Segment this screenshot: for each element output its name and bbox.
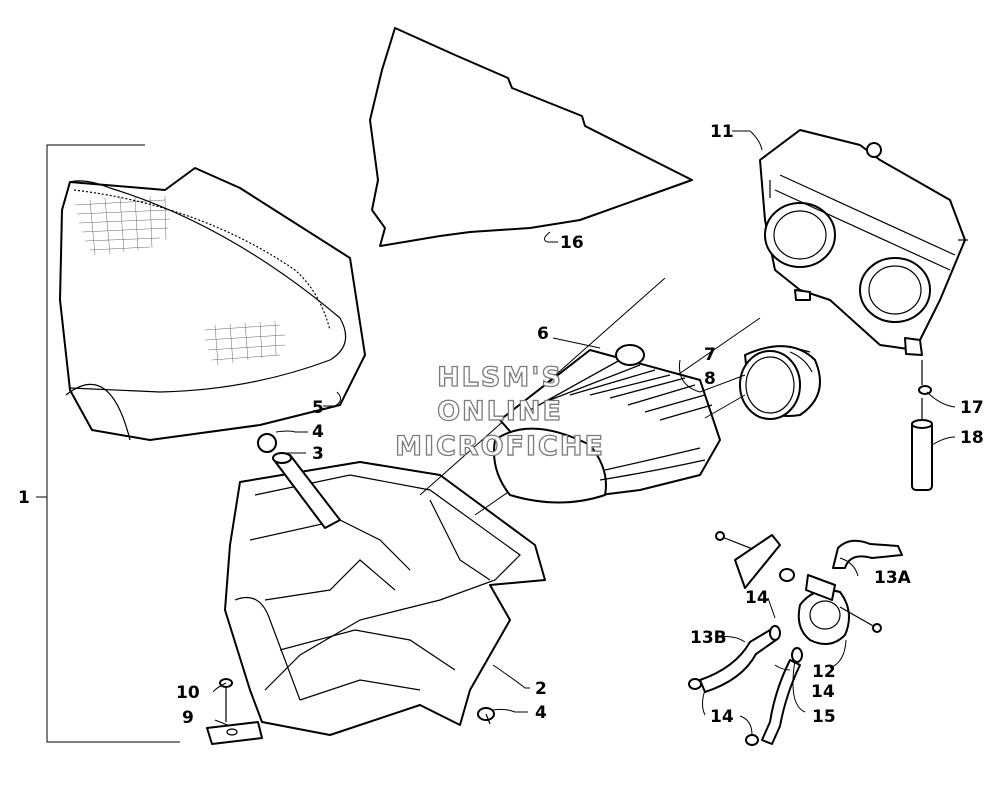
callout-2: 2 bbox=[535, 679, 547, 699]
callouts: 1 2 3 4 4 5 6 7 8 9 10 11 12 13A 13B 14 … bbox=[18, 122, 984, 728]
callout-10: 10 bbox=[176, 683, 200, 703]
leader-lines bbox=[212, 130, 956, 736]
callout-16: 16 bbox=[560, 233, 584, 253]
callout-4-bottom: 4 bbox=[535, 703, 547, 723]
watermark-line-2: ONLINE bbox=[437, 396, 563, 427]
part-17-clip bbox=[918, 360, 932, 395]
callout-4-top: 4 bbox=[312, 422, 324, 442]
part-12-fuel-pump bbox=[715, 531, 882, 645]
callout-11: 11 bbox=[710, 122, 734, 142]
callout-18: 18 bbox=[960, 428, 984, 448]
part-16-gasket bbox=[369, 27, 693, 247]
callout-15: 15 bbox=[812, 707, 836, 727]
part-2-airbox-base bbox=[224, 452, 546, 736]
watermark-line-1: HLSM'S bbox=[437, 362, 563, 393]
part-9-10-bracket bbox=[206, 678, 263, 745]
callout-9: 9 bbox=[182, 708, 194, 728]
callout-3: 3 bbox=[312, 444, 324, 464]
part-6-intake-boot bbox=[419, 277, 761, 516]
callout-1: 1 bbox=[18, 488, 30, 508]
callout-13A: 13A bbox=[874, 568, 912, 588]
part-15-hose bbox=[761, 659, 801, 745]
watermark: HLSM'S ONLINE MICROFICHE bbox=[394, 361, 605, 462]
assembly-bracket bbox=[36, 144, 180, 743]
callout-5: 5 bbox=[312, 398, 324, 418]
callout-8: 8 bbox=[704, 369, 716, 389]
part-7-8-adapter bbox=[739, 345, 821, 420]
callout-17: 17 bbox=[960, 398, 984, 418]
part-18-hose bbox=[911, 398, 933, 491]
callout-12: 12 bbox=[812, 662, 836, 682]
part-14-clamps bbox=[688, 625, 803, 746]
callout-6: 6 bbox=[537, 324, 549, 344]
part-4-grommet-top bbox=[257, 433, 277, 453]
watermark-line-3: MICROFICHE bbox=[395, 431, 605, 462]
callout-14-middle: 14 bbox=[811, 682, 835, 702]
part-13A-hose bbox=[832, 539, 903, 569]
part-11-carburetors bbox=[759, 129, 968, 356]
callout-7: 7 bbox=[704, 345, 716, 365]
part-5-airbox-lid bbox=[59, 167, 366, 441]
callout-14-upper: 14 bbox=[745, 588, 769, 608]
callout-14-lower: 14 bbox=[710, 707, 734, 727]
callout-13B: 13B bbox=[690, 628, 727, 648]
part-4-grommet-bottom bbox=[477, 707, 495, 725]
